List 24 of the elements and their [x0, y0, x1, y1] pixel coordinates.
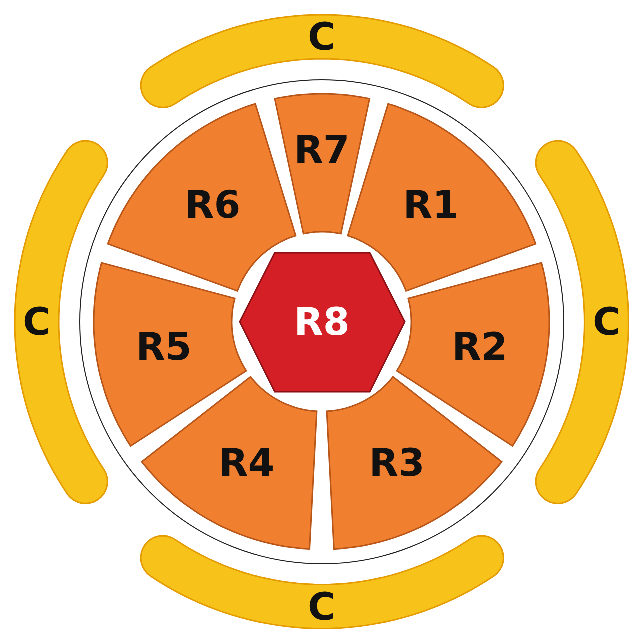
cell-label: C	[593, 302, 621, 341]
cell-label: R6	[185, 186, 241, 224]
cell-label: C	[23, 302, 51, 341]
cell-label: R2	[452, 328, 508, 366]
photoreceptor-segment	[106, 102, 297, 292]
photoreceptor-segment	[274, 93, 370, 235]
cell-label: R7	[294, 131, 350, 169]
cell-label: R1	[403, 186, 459, 224]
photoreceptor-segment	[347, 102, 538, 292]
cell-label: R8	[294, 303, 350, 341]
cell-label: C	[308, 588, 336, 626]
central-hexagon	[239, 252, 406, 393]
cell-label: R4	[219, 444, 275, 482]
photoreceptor-segment	[141, 376, 318, 551]
cell-label: R5	[136, 328, 192, 366]
photoreceptor-segment	[326, 376, 503, 551]
cell-label: C	[308, 18, 336, 56]
photoreceptor-segment	[93, 262, 248, 448]
cone-cell-arc	[14, 140, 109, 504]
cell-label: R3	[369, 444, 425, 482]
photoreceptor-segment	[396, 262, 551, 448]
cone-cell-arc	[535, 140, 630, 504]
cone-cell-arc	[140, 14, 504, 109]
cone-cell-arc	[140, 535, 504, 630]
